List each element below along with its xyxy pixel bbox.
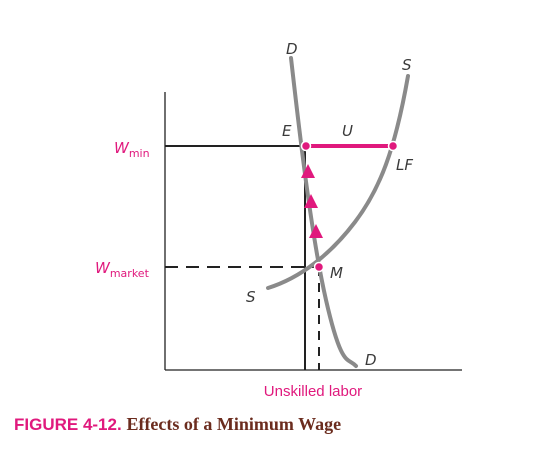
arrow-up-icon [301,164,315,178]
supply-label-top: S [402,56,412,74]
wmin-label-main: W [114,139,130,157]
supply-label-bottom: S [246,288,256,306]
wmin-label-sub: min [129,147,150,160]
point-e-label: E [282,122,292,140]
point-m-dot [313,261,325,273]
point-lf-dot [387,140,399,152]
caption-label: FIGURE 4-12. [14,415,122,434]
x-axis-title: Unskilled labor [264,383,362,400]
demand-label-bottom: D [365,351,377,369]
minimum-wage-diagram: D S S D E U LF M Wmin Wmarket Unskilled … [95,40,462,400]
supply-curve [266,74,410,290]
wmin-label: Wmin [114,139,150,160]
point-e-dot [300,140,312,152]
figure-caption: FIGURE 4-12. Effects of a Minimum Wage [14,414,341,435]
unemployment-label: U [342,122,353,140]
lf-label: LF [396,156,413,174]
wmarket-label-main: W [95,259,111,277]
demand-curve [289,56,358,368]
wmarket-label: Wmarket [95,259,150,280]
caption-title: Effects of a Minimum Wage [126,414,342,434]
arrow-up-icon [304,194,318,208]
demand-label-top: D [286,40,298,58]
point-m-label: M [330,264,343,282]
arrow-up-icon [309,224,323,238]
wmarket-label-sub: market [110,267,150,280]
